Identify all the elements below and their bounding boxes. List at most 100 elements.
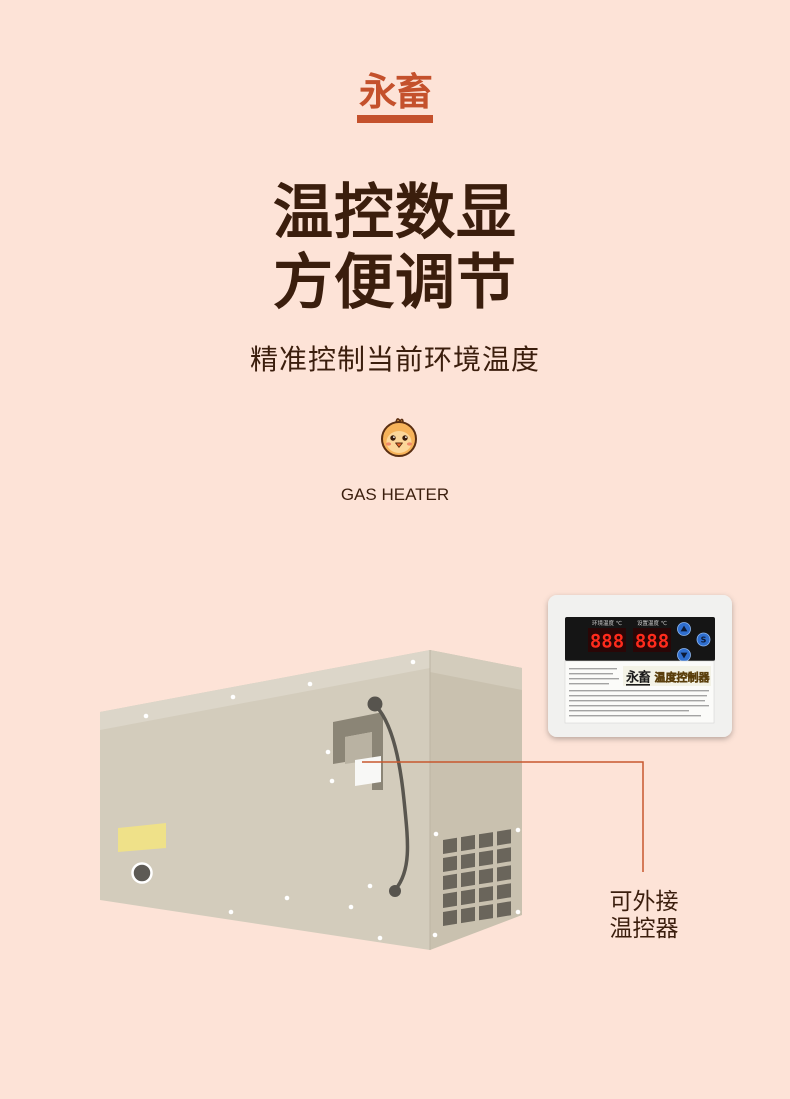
vent-slot	[461, 870, 475, 888]
down-arrow-icon	[680, 652, 688, 659]
rivet	[325, 749, 331, 755]
callout-line-2: 温控器	[609, 916, 679, 942]
chick-icon-graphic	[381, 418, 417, 457]
sticker-text-line	[569, 705, 709, 707]
vent-slot	[443, 837, 457, 854]
hose-top-fitting	[367, 696, 383, 712]
vent-slot	[461, 888, 475, 906]
ambient-temp-label: 环境温度 ℃	[592, 619, 622, 627]
sticker-text-line	[569, 683, 609, 685]
setpoint-temp-reading: 888	[635, 631, 669, 653]
rivet	[228, 909, 234, 915]
rivet	[329, 778, 335, 784]
brand-logo: 永畜	[0, 70, 790, 123]
sticker-title: 温度控制器	[655, 670, 711, 684]
chick-cheek-right	[406, 442, 413, 446]
bracket-frame	[333, 712, 383, 790]
vent-slot	[461, 834, 475, 852]
sticker-brand: 永畜	[625, 670, 651, 686]
sticker-text-line	[569, 678, 619, 680]
brand-logo-text: 永畜	[358, 70, 433, 114]
chick-beak	[395, 442, 403, 448]
rivet	[307, 681, 313, 687]
set-button-cap	[696, 632, 711, 647]
product-label: GAS HEATER	[340, 485, 450, 504]
vent-slot	[479, 868, 493, 885]
heater-lid-side	[430, 650, 522, 690]
chick-eye-right-shine	[405, 436, 407, 438]
ambient-led-window	[588, 628, 626, 652]
vent-slot	[461, 852, 475, 870]
rivet	[410, 659, 416, 665]
rivet	[230, 694, 236, 700]
vent-slot	[443, 909, 457, 926]
set-button: S	[696, 632, 711, 647]
chick-face	[386, 431, 412, 453]
rivet	[348, 904, 354, 910]
headline: 温控数显 方便调节	[0, 178, 790, 318]
vent-slot	[443, 855, 457, 872]
vent-slot	[479, 904, 493, 921]
ambient-temp-reading: 888	[590, 631, 624, 653]
sticker-text-line	[569, 690, 709, 692]
set-button-label: S	[701, 635, 707, 644]
bracket-inner	[345, 732, 372, 764]
callout-connector-line	[362, 761, 644, 872]
rivet	[284, 895, 290, 901]
rivet	[433, 831, 439, 837]
down-button	[677, 648, 691, 662]
rivet	[515, 909, 521, 915]
rivet	[432, 932, 438, 938]
chick-eye-left-shine	[393, 436, 395, 438]
setpoint-led-window	[633, 628, 671, 652]
sensor-port	[355, 756, 381, 786]
vent-slot	[479, 832, 493, 849]
heater-gas-inlet-bracket	[333, 712, 383, 790]
vent-slot	[479, 850, 493, 867]
vent-slot	[497, 847, 511, 864]
hose-bottom-fitting	[389, 885, 401, 897]
sticker-text-line	[569, 710, 689, 712]
rivet	[515, 827, 521, 833]
sticker-text-line	[569, 673, 613, 675]
vent-slot	[443, 891, 457, 908]
headline-line-1: 温控数显	[273, 178, 517, 248]
sticker-text-line	[569, 700, 705, 702]
vent-slot	[443, 873, 457, 890]
sticker-brand-bar	[626, 684, 650, 686]
headline-line-2: 方便调节	[273, 248, 517, 318]
up-arrow-icon	[680, 625, 688, 632]
chick-eye-left	[390, 435, 396, 441]
vent-slot	[497, 829, 511, 846]
vent-grille	[443, 829, 511, 926]
rivet	[367, 883, 373, 889]
gas-heater-illustration	[100, 650, 522, 950]
setpoint-temp-label: 设置温度 ℃	[637, 619, 667, 627]
callout-label: 可外接 温控器	[594, 889, 694, 943]
rivets	[143, 659, 521, 941]
temperature-controller: 环境温度 ℃ 设置温度 ℃ 888 888 S 永畜 温度控制器	[548, 595, 732, 737]
vent-slot	[479, 886, 493, 903]
sticker-text-line	[569, 695, 707, 697]
chick-cheek-left	[385, 442, 392, 446]
chick-icon	[377, 414, 421, 458]
heater-controller-illustration: 环境温度 ℃ 设置温度 ℃ 888 888 S 永畜 温度控制器	[100, 595, 732, 950]
up-button	[677, 622, 691, 636]
sticker-text-line	[569, 715, 701, 717]
heater-gas-hose	[373, 703, 410, 892]
heater-ignition-knob	[131, 862, 153, 884]
vent-slot	[497, 901, 511, 918]
rivet	[143, 713, 149, 719]
brand-logo-bar	[357, 115, 433, 123]
heater-warning-sticker	[118, 823, 166, 852]
subtitle: 精准控制当前环境温度	[249, 343, 540, 376]
vent-slot	[497, 865, 511, 882]
vent-slot	[497, 883, 511, 900]
sticker-fine-print	[569, 668, 709, 717]
heater-lid-front	[100, 650, 430, 730]
chick-eye-right	[402, 435, 408, 441]
sticker-banner	[623, 666, 711, 686]
rivet	[377, 935, 383, 941]
sticker-text-line	[569, 668, 617, 670]
